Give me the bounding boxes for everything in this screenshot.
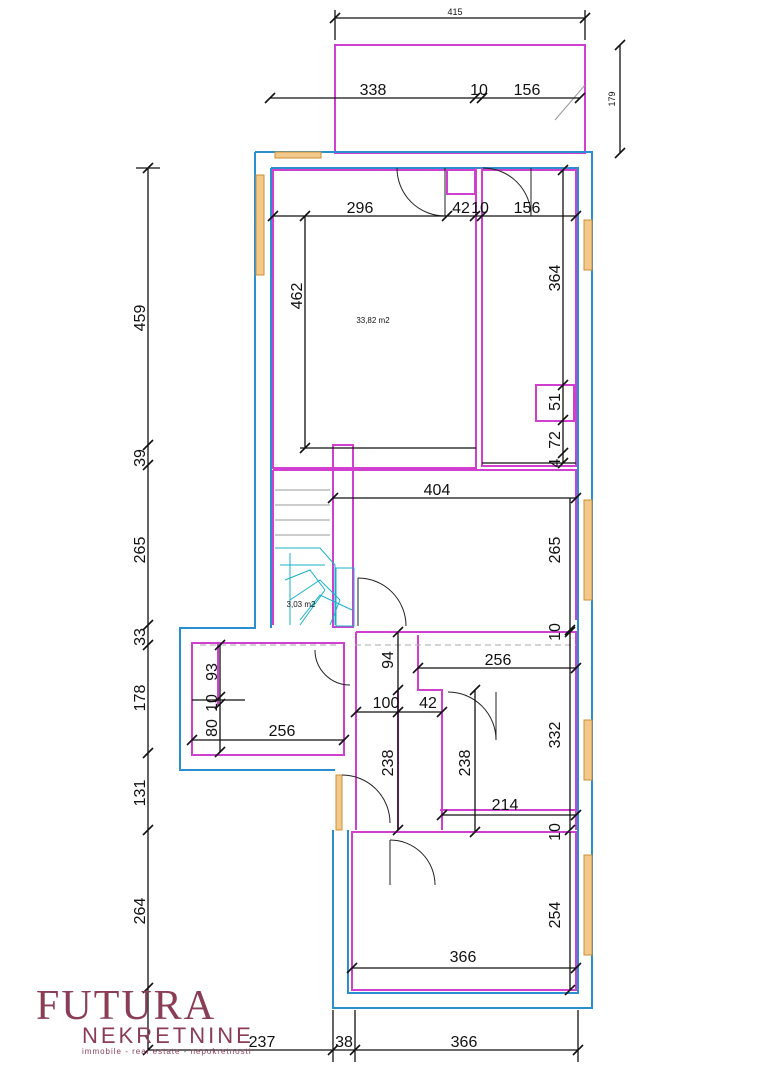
dim-156: 156 bbox=[514, 200, 541, 217]
dim-238-corridor: 238 bbox=[380, 750, 397, 777]
dim-256-bath: 256 bbox=[269, 723, 296, 740]
dim-94: 94 bbox=[380, 651, 397, 669]
dim-256-room3: 256 bbox=[485, 652, 512, 669]
dim-100: 100 bbox=[373, 695, 400, 712]
dim-178: 178 bbox=[132, 685, 149, 712]
dim-4: 4 bbox=[547, 458, 564, 467]
dim-38: 38 bbox=[335, 1034, 353, 1051]
dimension-lines bbox=[136, 10, 626, 1062]
dim-265-right: 265 bbox=[547, 537, 564, 564]
dim-332: 332 bbox=[547, 722, 564, 749]
balcony bbox=[334, 44, 586, 154]
logo-brand-sub: NEKRETNINE bbox=[82, 1023, 254, 1048]
area-label-living: 33,82 m2 bbox=[356, 316, 390, 325]
inner-walls bbox=[191, 168, 577, 991]
dim-39: 39 bbox=[132, 449, 149, 467]
dim-10-bath: 10 bbox=[204, 694, 221, 712]
dim-338: 338 bbox=[360, 82, 387, 99]
dim-93: 93 bbox=[204, 663, 221, 681]
dim-364: 364 bbox=[547, 265, 564, 292]
dim-296: 296 bbox=[347, 200, 374, 217]
dim-10-lower: 10 bbox=[547, 823, 564, 841]
dim-179: 179 bbox=[607, 91, 617, 106]
dim-156-balcony: 156 bbox=[514, 82, 541, 99]
dim-366-room4: 366 bbox=[450, 949, 477, 966]
dim-415: 415 bbox=[447, 7, 462, 17]
dim-10: 10 bbox=[471, 200, 489, 217]
dim-33: 33 bbox=[132, 628, 149, 646]
dim-214: 214 bbox=[492, 797, 519, 814]
dim-80: 80 bbox=[204, 719, 221, 737]
dim-10-right: 10 bbox=[547, 623, 564, 641]
dim-264: 264 bbox=[132, 898, 149, 925]
logo-brand: FUTURA bbox=[36, 983, 217, 1029]
dim-265-left: 265 bbox=[132, 537, 149, 564]
dim-237: 237 bbox=[249, 1034, 276, 1051]
outer-walls bbox=[179, 151, 593, 1009]
dim-72: 72 bbox=[547, 431, 564, 449]
dimension-labels: 415 179 338 10 156 296 42 10 156 462 364… bbox=[132, 7, 617, 1051]
dim-51: 51 bbox=[547, 393, 564, 411]
dim-42-corr: 42 bbox=[419, 695, 437, 712]
dim-254: 254 bbox=[547, 902, 564, 929]
windows bbox=[255, 151, 593, 956]
dim-366-bottom: 366 bbox=[451, 1034, 478, 1051]
dim-131: 131 bbox=[132, 780, 149, 807]
dim-238-closet: 238 bbox=[457, 750, 474, 777]
staircase bbox=[275, 489, 355, 627]
doors bbox=[314, 167, 532, 886]
area-label-stairs: 3,03 m2 bbox=[287, 600, 316, 609]
dim-462: 462 bbox=[289, 283, 306, 310]
futura-logo: FUTURA NEKRETNINE immobile - real estate… bbox=[28, 983, 251, 1060]
dim-459: 459 bbox=[132, 305, 149, 332]
dim-42: 42 bbox=[452, 200, 470, 217]
dim-404: 404 bbox=[424, 482, 451, 499]
logo-tagline: immobile - real estate - nepokretnosti bbox=[82, 1047, 252, 1056]
dim-10-balcony: 10 bbox=[470, 82, 488, 99]
